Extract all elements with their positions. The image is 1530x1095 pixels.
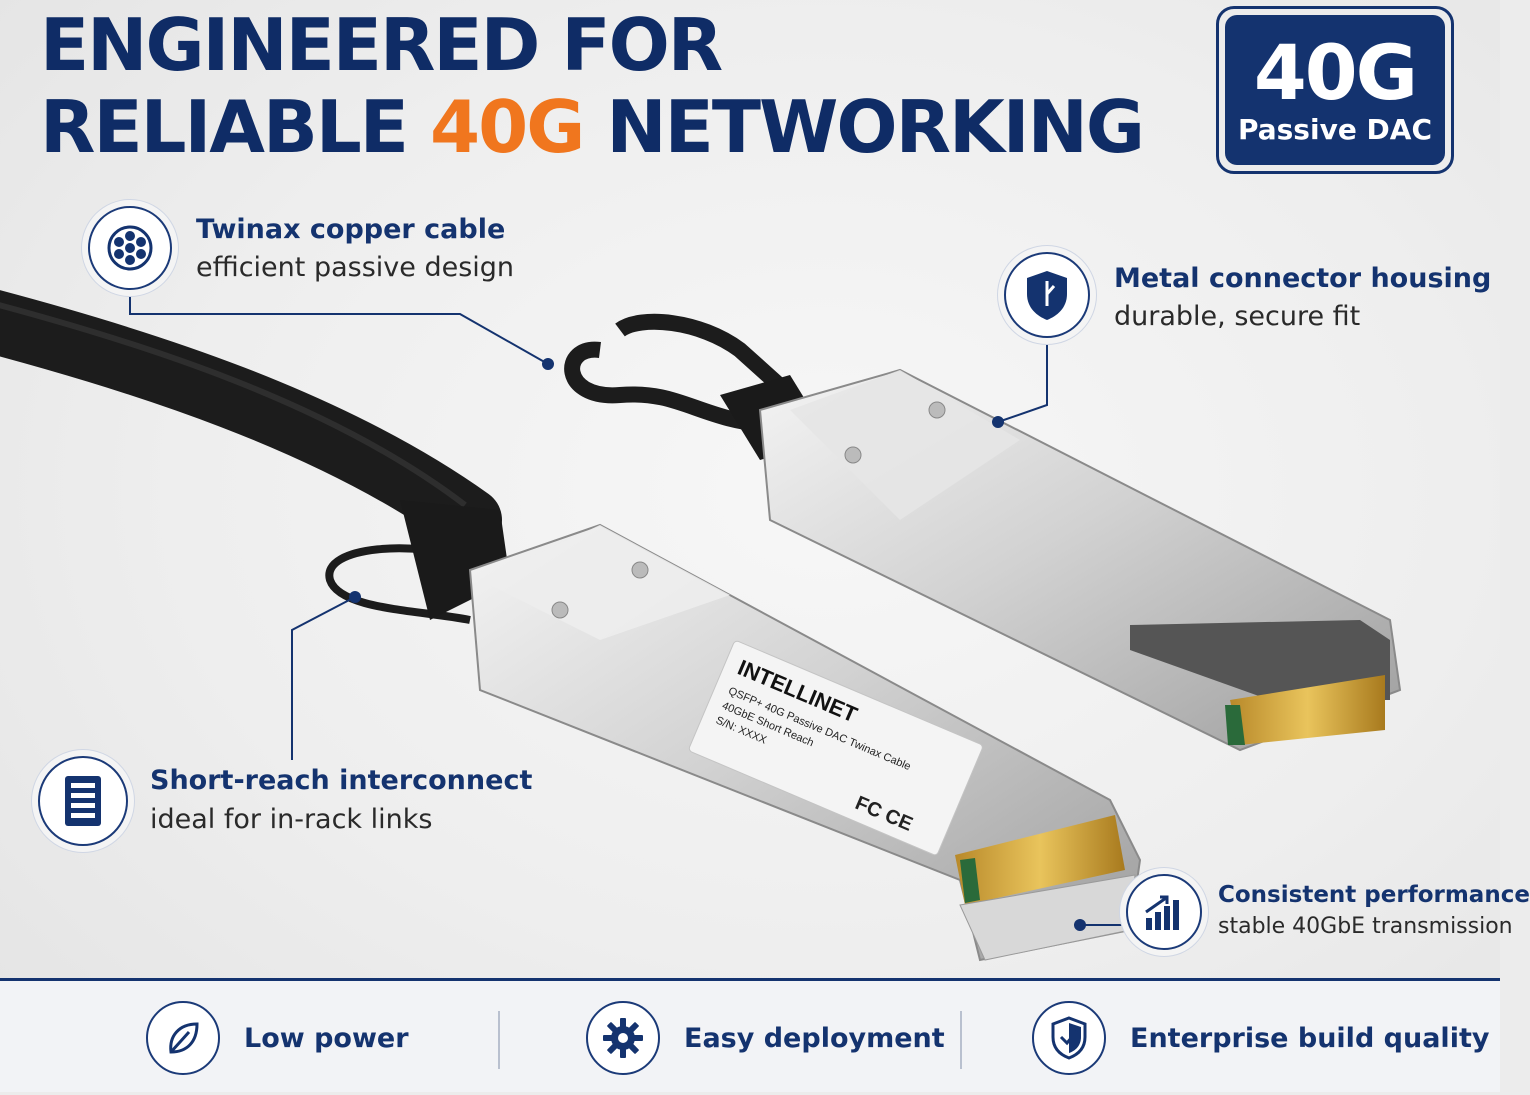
server-rack-icon xyxy=(38,756,128,846)
signal-bars-icon xyxy=(1126,874,1202,950)
headline-line-2: RELIABLE 40G NETWORKING xyxy=(40,85,1145,169)
badge-speed: 40G xyxy=(1253,28,1418,117)
headline-line-1: ENGINEERED FOR xyxy=(40,3,723,87)
feature-easy-deployment: Easy deployment xyxy=(586,981,945,1095)
feature-divider xyxy=(498,1011,500,1069)
shield-icon xyxy=(1004,252,1090,338)
spec-badge: 40G Passive DAC xyxy=(1216,6,1454,174)
badge-type: Passive DAC xyxy=(1237,113,1433,146)
leader-lines xyxy=(129,284,1125,926)
callout-twinax-title: Twinax copper cable xyxy=(196,214,506,245)
feature-easy-deployment-label: Easy deployment xyxy=(684,1022,945,1054)
cable-cross-section-icon xyxy=(88,206,172,290)
product-illustration: INTELLINET QSFP+ 40G Passive DAC Twinax … xyxy=(0,284,1402,962)
callout-performance-sub: stable 40GbE transmission xyxy=(1218,914,1513,939)
feature-low-power: Low power xyxy=(146,981,409,1095)
feature-bar: Low power Easy deployment xyxy=(0,978,1500,1092)
headline: ENGINEERED FOR RELIABLE 40G NETWORKING xyxy=(40,3,1145,169)
gear-icon xyxy=(586,1001,660,1075)
callout-housing-sub: durable, secure fit xyxy=(1114,301,1361,332)
shield-check-icon xyxy=(1032,1001,1106,1075)
callout-twinax-sub: efficient passive design xyxy=(196,252,515,283)
callout-housing-title: Metal connector housing xyxy=(1114,263,1492,294)
callout-reach-sub: ideal for in-rack links xyxy=(150,804,433,835)
leaf-icon xyxy=(146,1001,220,1075)
feature-low-power-label: Low power xyxy=(244,1022,409,1054)
background xyxy=(0,0,1500,1092)
feature-enterprise-quality: Enterprise build quality xyxy=(1032,981,1489,1095)
callout-reach-title: Short-reach interconnect xyxy=(150,765,533,796)
headline-accent: 40G xyxy=(430,85,585,169)
feature-enterprise-quality-label: Enterprise build quality xyxy=(1130,1022,1490,1054)
feature-divider xyxy=(960,1011,962,1069)
callout-performance-title: Consistent performance xyxy=(1218,882,1530,908)
connector-left: INTELLINET QSFP+ 40G Passive DAC Twinax … xyxy=(400,500,1142,962)
connector-right xyxy=(720,368,1402,752)
